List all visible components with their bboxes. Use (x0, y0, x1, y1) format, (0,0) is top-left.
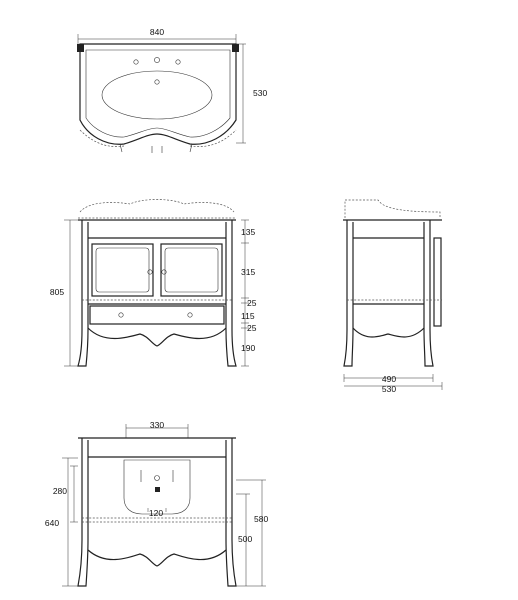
door-knob-left-icon (147, 269, 153, 275)
basin-rim (85, 49, 231, 138)
back-height-label: 640 (45, 518, 59, 528)
tap-hole-center-icon (154, 57, 160, 63)
back-small-width-label: 120 (149, 508, 163, 518)
drawer (89, 305, 225, 325)
side-basin-dashed (344, 199, 441, 218)
side-apron-curve (352, 327, 425, 338)
front-leg-right (225, 220, 237, 367)
top-width-label: 840 (150, 27, 164, 37)
leg-hint-4 (189, 143, 193, 153)
front-segment-label: 135 (241, 227, 255, 237)
door-right (160, 243, 223, 297)
front-segment-label: 190 (241, 343, 255, 353)
basin-bowl (101, 70, 213, 120)
corner-post-right (232, 44, 239, 52)
side-leg-left (343, 220, 354, 367)
front-segment-label: 315 (241, 267, 255, 277)
tap-hole-left-icon (133, 59, 139, 65)
back-upper-label: 280 (53, 486, 67, 496)
back-cutout-outline (123, 459, 191, 515)
front-segment-label: 25 (247, 298, 257, 308)
back-500-label: 500 (238, 534, 252, 544)
back-leg-right (225, 438, 237, 587)
corner-post-left (77, 44, 84, 52)
basin-front-dashed (79, 129, 237, 147)
front-view: 805 135 315 25 115 25 190 (50, 199, 257, 367)
door-left-panel (95, 247, 150, 293)
door-left (91, 243, 154, 297)
front-apron-curve (87, 327, 227, 347)
front-segment-label: 25 (247, 323, 257, 333)
top-depth-label: 530 (253, 88, 267, 98)
door-knob-right-icon (161, 269, 167, 275)
drawer-knob-right-icon (187, 312, 193, 318)
drawer-knob-left-icon (118, 312, 124, 318)
back-580-label: 580 (254, 514, 268, 524)
basin-outline (79, 43, 237, 145)
back-leg-left (77, 438, 89, 587)
door-right-panel (164, 247, 219, 293)
top-view: 840 530 (77, 27, 267, 153)
side-leg-right (423, 220, 434, 367)
front-basin-top-dashed (79, 199, 235, 213)
side-depth-outer-label: 530 (382, 384, 396, 394)
side-view: 490 530 (343, 199, 443, 394)
drain-icon (154, 79, 160, 85)
back-cutout-label: 330 (150, 420, 164, 430)
back-drain-icon (154, 475, 160, 481)
front-leg-left (77, 220, 89, 367)
tap-hole-right-icon (175, 59, 181, 65)
back-apron-curve (87, 549, 227, 567)
front-segment-label: 115 (241, 311, 255, 321)
front-height-label: 805 (50, 287, 64, 297)
back-view: 330 120 640 280 580 500 (45, 420, 268, 587)
side-depth-inner-label: 490 (382, 374, 396, 384)
leg-hint-1 (119, 143, 123, 153)
back-outlet-icon (155, 487, 160, 492)
side-door-edge (433, 237, 442, 327)
